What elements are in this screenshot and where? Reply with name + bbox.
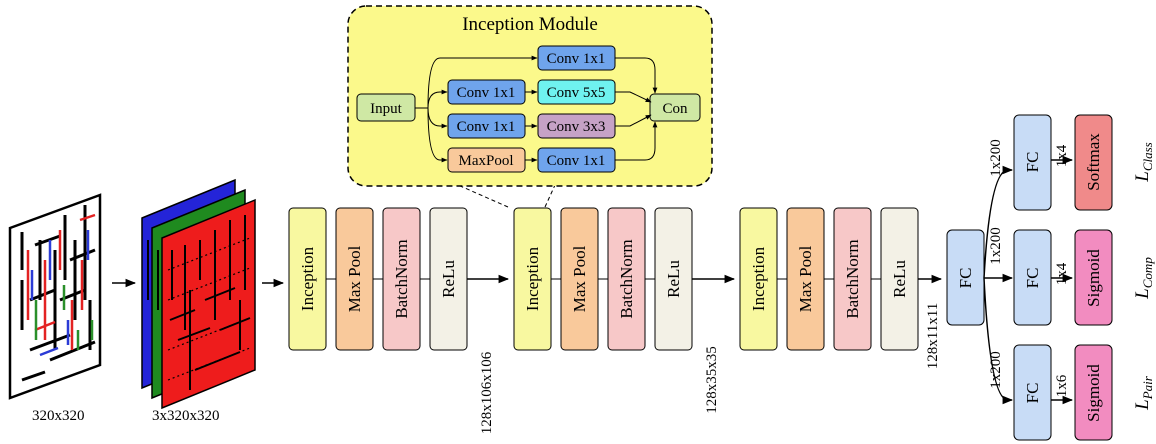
module-b2-conv-label: Conv 1x1 [457,119,516,135]
stage-3: Inception Max Pool BatchNorm ReLu [739,207,919,351]
softmax-block [1074,114,1113,211]
stage-3-output-dim: 128x11x11 [925,303,941,369]
maze-caption: 320x320 [32,408,85,424]
branch-pair-out-dim: 1x6 [1054,374,1070,397]
branch-comp-in-dim: 1x200 [988,227,1004,265]
loss-class: LClass [1132,142,1155,182]
input-tensor-stack [141,178,256,410]
module-edges [415,55,658,163]
relu-block-3-label: ReLu [890,260,909,298]
branch-class-in-dim: 1x200 [988,139,1004,177]
fc-class-block [1013,114,1052,211]
module-input-label: Input [370,101,402,117]
relu-block-2-label: ReLu [664,260,683,298]
module-b3-conv-label: Conv 1x1 [547,153,606,169]
inception-block-2-label: Inception [523,246,542,311]
branch-class-out-dim: 1x4 [1054,144,1070,167]
stack-caption: 3x320x320 [152,408,220,424]
callout-line-left [457,184,509,208]
loss-comp: LComp [1132,257,1155,300]
fc-comp-label: FC [1023,268,1042,289]
sigmoid-comp-block [1074,229,1113,326]
branch-pair-in-dim: 1x200 [988,351,1004,389]
softmax-label: Softmax [1084,133,1103,191]
sigmoid-pair-label: Sigmoid [1084,364,1103,422]
maxpool-block-1-label: Max Pool [345,245,364,312]
inception-block-3-label: Inception [749,246,768,311]
batchnorm-block-2-label: BatchNorm [617,239,636,318]
inception-module-title: Inception Module [462,14,598,35]
branch-comp-out-dim: 1x4 [1054,262,1070,285]
inception-block-1-label: Inception [298,246,317,311]
stage-1: Inception Max Pool BatchNorm ReLu [288,207,468,351]
maxpool-block-2-label: Max Pool [570,245,589,312]
stage-2-output-dim: 128x35x35 [704,346,720,414]
module-conv3-label: Conv 3x3 [547,119,606,135]
stage-1-output-dim: 128x106x106 [479,351,495,434]
relu-block-1-label: ReLu [439,260,458,298]
batchnorm-block-3-label: BatchNorm [843,239,862,318]
fc-main-label: FC [956,268,975,289]
maxpool-block-3-label: Max Pool [796,245,815,312]
head-edges [983,155,1074,405]
maze-input-image [8,193,102,400]
batchnorm-block-1-label: BatchNorm [392,239,411,318]
module-concat-node [649,93,701,122]
callout-line-right [544,184,556,208]
sigmoid-comp-label: Sigmoid [1084,249,1103,307]
module-maxpool-label: MaxPool [458,153,513,169]
module-top-conv-label: Conv 1x1 [547,51,606,67]
fc-pair-label: FC [1023,383,1042,404]
module-b1-conv-label: Conv 1x1 [457,85,516,101]
sigmoid-pair-block [1074,344,1113,441]
fc-comp-block [1013,229,1052,326]
module-conv5-label: Conv 5x5 [547,85,606,101]
inception-module-panel [347,5,713,187]
stage-2: Inception Max Pool BatchNorm ReLu [513,207,693,351]
module-concat-label: Con [662,101,688,117]
loss-pair: LPair [1132,375,1155,411]
fc-pair-block [1013,344,1052,441]
fc-class-label: FC [1023,152,1042,173]
